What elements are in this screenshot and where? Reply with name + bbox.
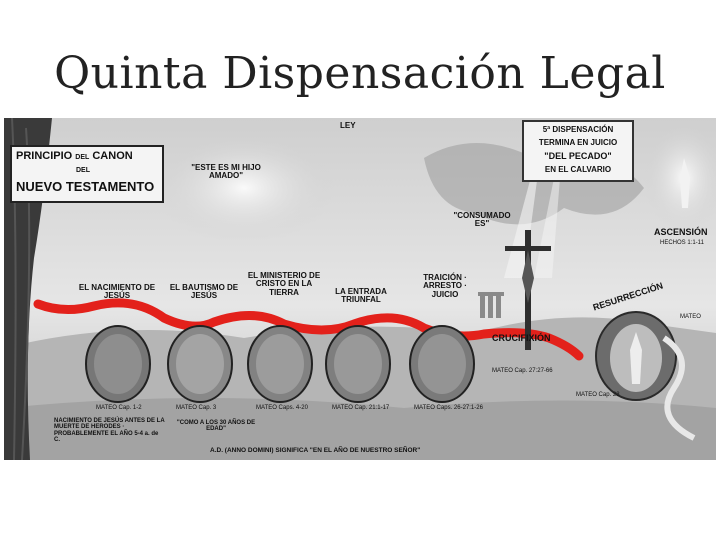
fifth-line-1: 5ª DISPENSACIÓN <box>542 125 614 134</box>
event-label-entry: LA ENTRADA TRIUNFAL <box>335 287 387 305</box>
cross <box>505 230 551 350</box>
event-label-birth: EL NACIMIENTO DE JESÚS <box>78 283 156 301</box>
fifth-line-2: TERMINA EN JUICIO <box>538 138 618 147</box>
birth-note: NACIMIENTO DE JESÚS ANTES DE LA MUERTE D… <box>54 418 165 443</box>
resurrection-ref: MATEO Cap. 28 <box>576 392 620 398</box>
temple <box>478 292 504 318</box>
medallion-birth <box>85 325 151 403</box>
crucifixion-ref: MATEO Cap. 27:27-66 <box>492 368 553 374</box>
canon-word-principio: PRINCIPIO <box>16 150 73 162</box>
ascension-figure <box>680 158 690 208</box>
anno-domini-note: A.D. (ANNO DOMINI) SIGNIFICA "EN EL AÑO … <box>210 447 421 454</box>
event-ref-ministry: MATEO Caps. 4-20 <box>256 405 308 411</box>
canon-del: DEL <box>76 167 90 174</box>
crucifixion-label: CRUCIFIXIÓN <box>492 333 551 343</box>
medallion-ministry <box>247 325 313 403</box>
canon-word-canon: CANON <box>92 150 133 162</box>
event-ref-baptism: MATEO Cap. 3 <box>176 405 217 411</box>
event-ref-entry: MATEO Cap. 21:1-17 <box>332 405 390 411</box>
canon-word-del: DEL <box>75 154 90 161</box>
event-ref-birth: MATEO Cap. 1-2 <box>96 405 142 411</box>
fifth-line-4: EN EL CALVARIO <box>544 165 612 174</box>
tomb <box>595 311 677 401</box>
fifth-dispensation-box: 5ª DISPENSACIÓN TERMINA EN JUICIO "DEL P… <box>522 120 634 182</box>
quote-hijo-amado: "ESTE ES MI HIJO AMADO" <box>191 163 261 181</box>
medallion-baptism <box>167 325 233 403</box>
baptism-note: "COMO A LOS 30 AÑOS DE EDAD" <box>176 420 256 433</box>
ascension-label: ASCENSIÓN <box>654 227 708 237</box>
timeline-path <box>33 298 584 361</box>
event-ref-betrayal: MATEO Caps. 26-27:1-26 <box>414 405 483 411</box>
event-label-betrayal: TRAICIÓN · ARRESTO · JUICIO <box>423 273 467 299</box>
ley-label: LEY <box>340 121 356 130</box>
ascension-ref: HECHOS 1:1-11 <box>660 240 704 246</box>
medallion-betrayal <box>409 325 475 403</box>
canon-box: PRINCIPIO DEL CANON DEL NUEVO TESTAMENTO <box>10 145 164 203</box>
right-small-ref: MATEO <box>680 314 701 320</box>
consumado-label: "CONSUMADO ES" <box>453 211 511 229</box>
fifth-line-3: "DEL PECADO" <box>544 151 612 161</box>
event-label-ministry: EL MINISTERIO DE CRISTO EN LA TIERRA <box>247 271 321 297</box>
slide-title: Quinta Dispensación Legal <box>54 48 666 99</box>
dove-light <box>154 133 334 243</box>
canon-nuevo-testamento: NUEVO TESTAMENTO <box>16 179 155 194</box>
event-label-baptism: EL BAUTISMO DE JESÚS <box>169 283 239 301</box>
medallion-entry <box>325 325 391 403</box>
dispensation-chart: LEY PRINCIPIO DEL CANON DEL NUEVO TESTAM… <box>4 118 716 460</box>
